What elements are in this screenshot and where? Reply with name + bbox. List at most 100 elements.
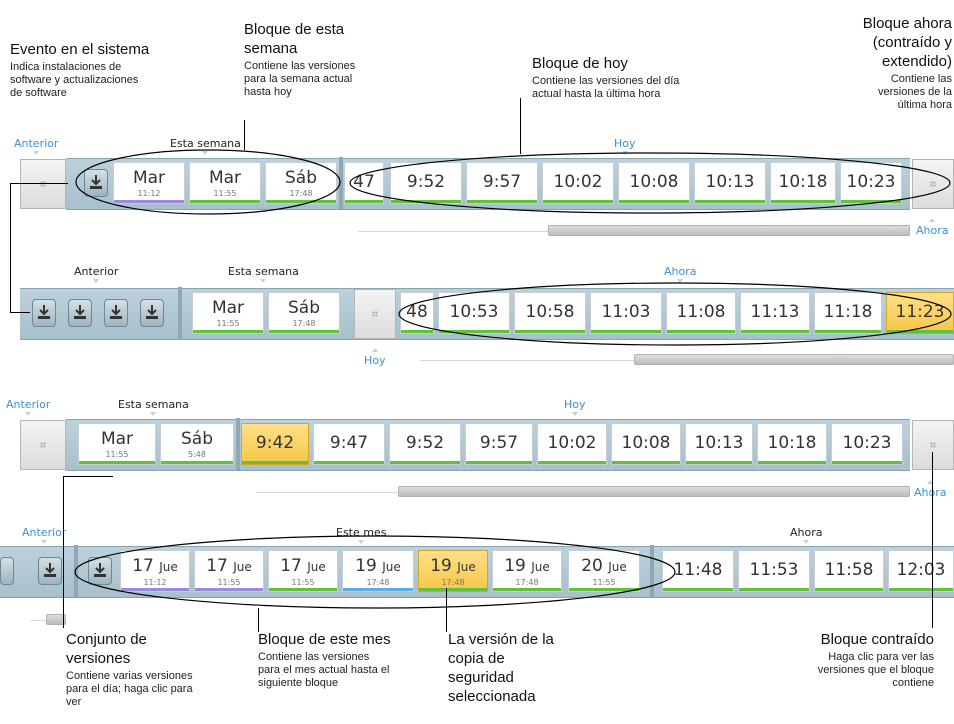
version-tile[interactable]: 9:57: [465, 423, 533, 465]
tile-day: Sáb: [181, 429, 213, 449]
previous-endcap[interactable]: [20, 159, 66, 209]
annotation-title: Bloque de esta semana: [244, 21, 345, 57]
time-machine-disk-icon[interactable]: [0, 557, 14, 585]
version-tile[interactable]: 10:13: [694, 162, 766, 204]
label-now[interactable]: Ahora: [914, 480, 947, 499]
tile-bar: [190, 200, 260, 203]
annotation-version-set: Conjunto de versiones Contiene varias ve…: [66, 630, 246, 709]
version-tile-selected[interactable]: 9:42: [241, 423, 309, 465]
version-tile[interactable]: 10:02: [537, 423, 607, 465]
version-tile[interactable]: 10:58: [514, 292, 586, 334]
time-machine-disk-icon[interactable]: [88, 557, 112, 585]
time-machine-disk-icon[interactable]: [140, 299, 164, 327]
version-tile[interactable]: 9:57: [466, 162, 538, 204]
version-tile-selected[interactable]: 11:23: [886, 292, 954, 334]
tile-day: Mar: [211, 298, 245, 318]
tile-time: 17:48: [292, 319, 316, 328]
version-tile[interactable]: 11:18: [814, 292, 882, 334]
version-tile[interactable]: 11:03: [590, 292, 662, 334]
time-machine-disk-icon[interactable]: [32, 299, 56, 327]
tile-day: Mar: [208, 168, 242, 188]
tile-bar: [758, 461, 826, 464]
label-previous[interactable]: Anterior: [74, 265, 119, 283]
label-today[interactable]: Hoy: [364, 348, 386, 367]
version-tile[interactable]: 10:13: [685, 423, 753, 465]
tile-bar: [401, 330, 433, 333]
version-tile[interactable]: 10:02: [542, 162, 614, 204]
now-collapsed-block[interactable]: [912, 159, 954, 209]
tile-bar: [741, 330, 809, 333]
version-tile[interactable]: 10:23: [840, 162, 902, 204]
label-previous[interactable]: Anterior: [6, 398, 51, 416]
version-tile[interactable]: 10:53: [438, 292, 510, 334]
version-tile[interactable]: 11:53: [738, 550, 810, 592]
tile-time: 11:48: [673, 560, 723, 580]
version-tile-partial[interactable]: 48: [400, 292, 434, 334]
version-tile[interactable]: 11:58: [814, 550, 884, 592]
tile-bar: [193, 330, 263, 333]
tile-time: 11:18: [823, 302, 873, 322]
tile-bar: [391, 200, 461, 203]
version-tile[interactable]: 11:48: [662, 550, 734, 592]
version-tile[interactable]: 10:18: [770, 162, 836, 204]
version-tile-partial[interactable]: 47: [344, 162, 384, 204]
tile-time: 47: [353, 172, 375, 192]
annotation-now-block: Bloque ahora (contraído y extendido) Con…: [784, 14, 952, 112]
scrollbar-thumb[interactable]: [398, 486, 910, 497]
tile-month: Jue: [382, 560, 401, 574]
version-tile[interactable]: 10:08: [618, 162, 690, 204]
label-previous[interactable]: Anterior: [14, 137, 59, 155]
tile-time: 9:57: [479, 433, 519, 453]
tile-bar: [612, 461, 680, 464]
annotation-desc: Contiene las versiones del día actual ha…: [532, 75, 680, 100]
tile-time: 10:23: [842, 433, 892, 453]
label-now[interactable]: Ahora: [916, 218, 949, 237]
time-machine-disk-icon[interactable]: [84, 169, 108, 197]
version-tile[interactable]: 9:47: [313, 423, 385, 465]
version-tile[interactable]: 11:13: [740, 292, 810, 334]
tile-time: 10:13: [705, 172, 755, 192]
label-this-month: Este mes: [336, 526, 387, 544]
label-previous[interactable]: Anterior: [22, 526, 67, 544]
scrollbar-thumb[interactable]: [548, 225, 910, 236]
version-tile[interactable]: 9:52: [389, 423, 461, 465]
previous-endcap[interactable]: [20, 420, 66, 470]
label-this-week: Esta semana: [170, 137, 241, 155]
version-tile[interactable]: 9:52: [390, 162, 462, 204]
version-tile[interactable]: 10:23: [831, 423, 903, 465]
tile-time: 11:55: [105, 450, 129, 459]
tile-bar: [467, 200, 537, 203]
today-collapsed-block[interactable]: [354, 289, 396, 339]
version-tile[interactable]: 10:18: [757, 423, 827, 465]
tile-bar: [889, 588, 953, 591]
version-tile[interactable]: 10:08: [611, 423, 681, 465]
time-machine-disk-icon[interactable]: [104, 299, 128, 327]
version-tile[interactable]: 12:03: [888, 550, 954, 592]
block-separator: [339, 157, 343, 209]
tile-time: 17:48: [366, 578, 390, 587]
tile-day: Sáb: [288, 298, 320, 318]
now-collapsed-block[interactable]: [912, 420, 954, 470]
time-machine-disk-icon[interactable]: [38, 557, 62, 585]
grip-dots-icon: [40, 442, 46, 448]
scrollbar-thumb[interactable]: [634, 354, 954, 365]
time-machine-disk-icon[interactable]: [68, 299, 92, 327]
scrollbar-thumb[interactable]: [46, 614, 66, 625]
tile-bar: [591, 330, 661, 333]
tile-time: 10:58: [525, 302, 575, 322]
version-tile[interactable]: 11:08: [666, 292, 736, 334]
